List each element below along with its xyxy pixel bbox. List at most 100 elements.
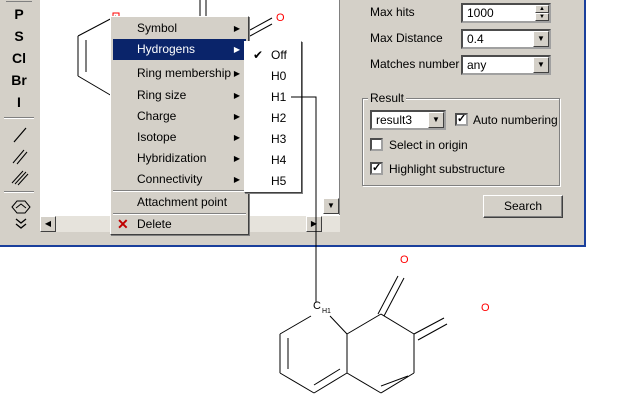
menu-item-ring-size-label: Ring size <box>137 88 187 102</box>
chevron-down-icon[interactable]: ▼ <box>428 112 444 128</box>
max-distance-select[interactable]: 0.4 ▼ <box>461 29 551 49</box>
submenu-arrow-icon: ▶ <box>233 24 240 33</box>
bond <box>279 315 312 335</box>
result-group-title: Result <box>368 91 407 105</box>
bond <box>346 313 382 335</box>
menu-item-ring-membership[interactable]: Ring membership▶ <box>113 63 246 84</box>
menu-item-hybridization-label: Hybridization <box>137 151 207 165</box>
menu-item-attachment-point[interactable]: Attachment point <box>113 192 246 213</box>
matches-number-label: Matches number <box>370 57 460 71</box>
max-hits-label: Max hits <box>370 5 415 19</box>
scroll-right-button[interactable]: ▶ <box>306 216 322 232</box>
menu-separator <box>113 213 246 215</box>
submenu-item-off[interactable]: ✔ Off <box>247 45 299 66</box>
submenu-item-off-label: Off <box>271 48 287 62</box>
submenu-item-h3-label: H3 <box>271 132 287 146</box>
check-icon: ✔ <box>253 48 264 62</box>
bond <box>279 372 315 394</box>
bond <box>329 315 348 335</box>
submenu-arrow-icon: ▶ <box>233 112 240 121</box>
bond <box>383 277 405 317</box>
max-hits-spin-up[interactable]: ▲ <box>535 5 549 13</box>
bond <box>380 313 415 335</box>
submenu-item-h5[interactable]: H5 <box>247 171 299 192</box>
element-button-p[interactable]: P <box>14 6 24 22</box>
menu-item-delete[interactable]: ✕ Delete <box>113 214 246 235</box>
single-bond-icon[interactable] <box>10 125 30 145</box>
chevron-down-icon[interactable]: ▼ <box>533 31 549 47</box>
canvas-oxygen-label: O <box>276 12 285 24</box>
result-select[interactable]: result3 ▼ <box>370 110 446 130</box>
submenu-item-h4-label: H4 <box>271 153 287 167</box>
scroll-down-button[interactable]: ▼ <box>323 198 339 214</box>
element-button-br[interactable]: Br <box>11 72 27 88</box>
matches-number-select[interactable]: any ▼ <box>461 55 551 75</box>
menu-item-hybridization[interactable]: Hybridization ▶ <box>113 148 246 169</box>
menu-item-isotope[interactable]: Isotope ▶ <box>113 127 246 148</box>
toolbar-top-edge <box>6 0 32 2</box>
hydrogens-submenu: ✔ Off H0 H1 H2 H3 H4 H5 <box>244 41 302 193</box>
atom-carbon-label: C <box>313 300 321 312</box>
menu-item-symbol[interactable]: Symbol ▶ <box>113 18 246 39</box>
scroll-left-button[interactable]: ◀ <box>40 216 56 232</box>
auto-numbering-label: Auto numbering <box>473 113 558 127</box>
submenu-item-h0-label: H0 <box>271 69 287 83</box>
max-hits-input[interactable]: 1000 ▲ ▼ <box>461 3 551 23</box>
submenu-arrow-icon: ▶ <box>233 154 240 163</box>
menu-item-symbol-label: Symbol <box>137 21 178 35</box>
select-in-origin-label: Select in origin <box>389 138 468 152</box>
atom-context-menu: Symbol▶ Hydrogens▶ Ring membership▶ Ring… <box>110 16 249 235</box>
element-toolbar: P S Cl Br I <box>0 0 40 233</box>
search-button[interactable]: Search <box>483 195 563 218</box>
element-button-s[interactable]: S <box>14 28 24 44</box>
submenu-item-h4[interactable]: H4 <box>247 150 299 171</box>
submenu-item-h0[interactable]: H0 <box>247 66 299 87</box>
bond <box>413 317 445 335</box>
highlight-substructure-label: Highlight substructure <box>389 162 506 176</box>
select-in-origin-checkbox[interactable] <box>370 138 383 151</box>
submenu-arrow-icon: ▶ <box>233 69 240 78</box>
toolbar-separator-2 <box>4 191 34 193</box>
expand-icon[interactable] <box>14 218 28 230</box>
submenu-item-h5-label: H5 <box>271 174 287 188</box>
result-value: result3 <box>376 113 413 127</box>
delete-icon: ✕ <box>117 216 129 232</box>
bond <box>417 323 448 341</box>
submenu-item-h1-label: H1 <box>271 90 287 104</box>
max-hits-value: 1000 <box>467 6 494 20</box>
double-bond-icon[interactable] <box>10 147 30 167</box>
menu-item-isotope-label: Isotope <box>137 130 177 144</box>
max-distance-label: Max Distance <box>370 31 443 45</box>
element-button-i[interactable]: I <box>17 94 21 110</box>
max-distance-value: 0.4 <box>467 32 484 46</box>
menu-item-hydrogens[interactable]: Hydrogens▶ <box>113 39 246 60</box>
menu-item-delete-label: Delete <box>137 217 172 231</box>
max-hits-spin-down[interactable]: ▼ <box>535 13 549 21</box>
ring-template-icon[interactable] <box>9 198 33 216</box>
submenu-arrow-icon: ▶ <box>233 133 240 142</box>
submenu-arrow-icon: ▶ <box>233 91 240 100</box>
atom-h1-label: H1 <box>322 308 331 315</box>
menu-item-ring-size[interactable]: Ring size ▶ <box>113 85 246 106</box>
oxygen-label-2: O <box>481 302 490 314</box>
menu-item-ring-membership-label: Ring membership <box>137 66 232 80</box>
oxygen-label: O <box>400 254 409 266</box>
submenu-item-h2[interactable]: H2 <box>247 108 299 129</box>
search-options-panel: Max hits 1000 ▲ ▼ Max Distance 0.4 ▼ Mat… <box>360 0 586 245</box>
result-groupbox <box>362 98 560 186</box>
bond <box>380 372 415 394</box>
menu-item-charge[interactable]: Charge▶ <box>113 106 246 127</box>
highlight-substructure-checkbox[interactable]: ✓ <box>370 162 383 175</box>
auto-numbering-checkbox[interactable]: ✓ <box>455 113 468 126</box>
submenu-arrow-icon: ▶ <box>233 175 240 184</box>
triple-bond-icon[interactable] <box>10 168 30 188</box>
bond <box>346 372 382 394</box>
submenu-item-h3[interactable]: H3 <box>247 129 299 150</box>
menu-item-connectivity[interactable]: Connectivity▶ <box>113 169 246 190</box>
chevron-down-icon[interactable]: ▼ <box>533 57 549 73</box>
bond <box>313 372 348 394</box>
submenu-item-h1[interactable]: H1 <box>247 87 299 108</box>
menu-item-attachment-label: Attachment point <box>137 195 228 209</box>
submenu-item-h2-label: H2 <box>271 111 287 125</box>
element-button-cl[interactable]: Cl <box>12 50 26 66</box>
